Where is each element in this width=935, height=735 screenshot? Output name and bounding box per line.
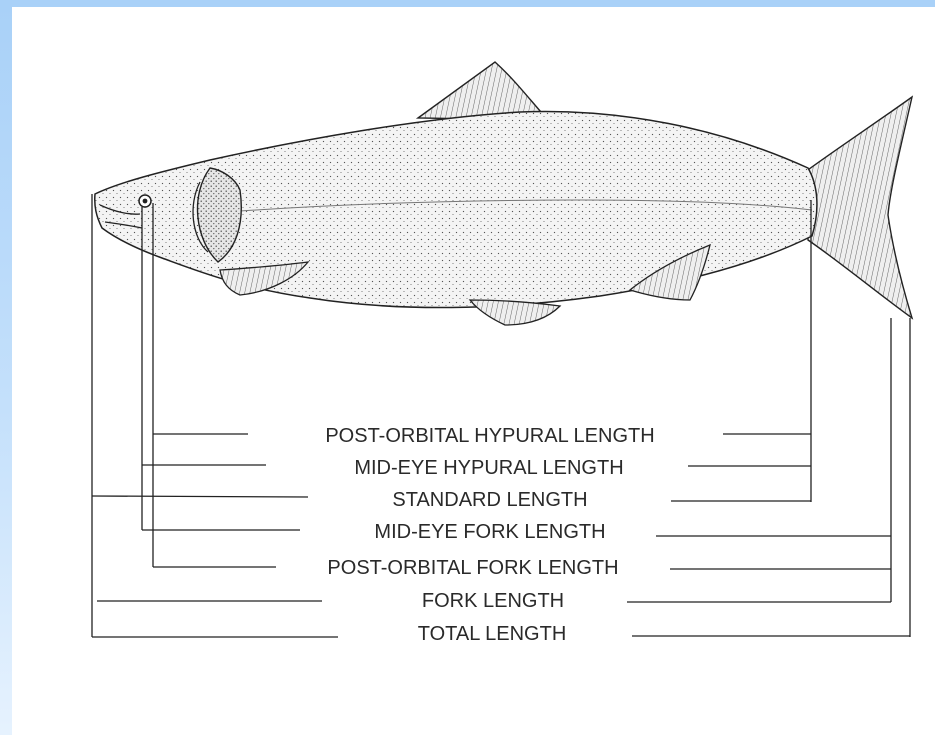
label-total-length: TOTAL LENGTH [418, 623, 567, 645]
label-mid-eye-fork-length: MID-EYE FORK LENGTH [374, 521, 605, 543]
measurement-labels: POST-ORBITAL HYPURAL LENGTH MID-EYE HYPU… [325, 425, 654, 645]
label-post-orbital-hypural-length: POST-ORBITAL HYPURAL LENGTH [325, 425, 654, 447]
label-fork-length: FORK LENGTH [422, 590, 564, 612]
fish-illustration [95, 62, 912, 325]
label-mid-eye-hypural-length: MID-EYE HYPURAL LENGTH [354, 457, 623, 479]
standard-left-line [92, 496, 308, 497]
label-standard-length: STANDARD LENGTH [392, 489, 587, 511]
pupil [143, 199, 148, 204]
pelvic-fin [470, 300, 560, 325]
label-post-orbital-fork-length: POST-ORBITAL FORK LENGTH [327, 557, 618, 579]
tail-fin [805, 97, 912, 318]
